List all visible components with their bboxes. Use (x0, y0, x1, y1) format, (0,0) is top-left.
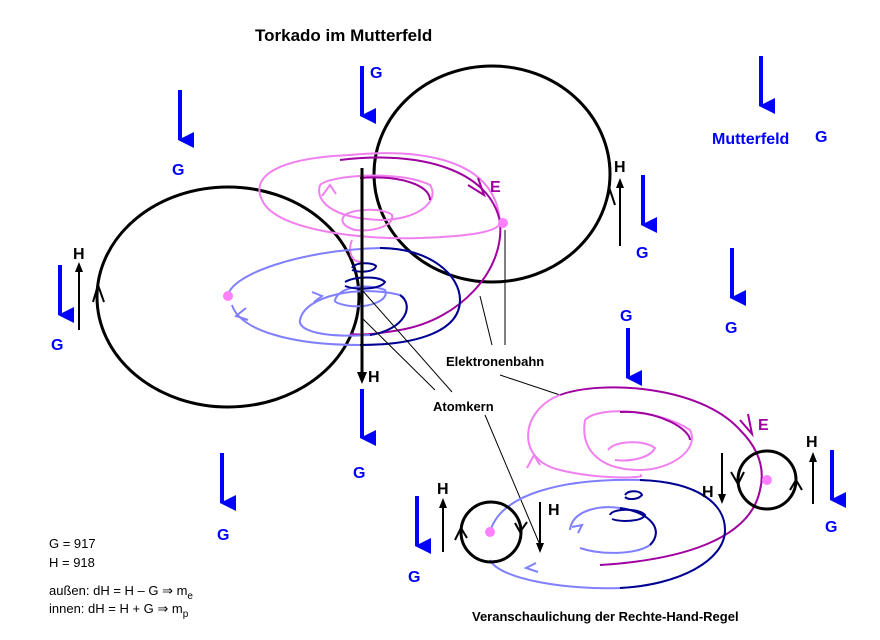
h-label: H (806, 434, 818, 451)
upper-torkado-spiral (258, 152, 502, 336)
e-label-upper: E (490, 179, 501, 196)
h-arrowhead-right (616, 178, 624, 188)
h-label: H (368, 369, 380, 386)
g-label: G (172, 162, 184, 179)
pointer-lines (361, 230, 561, 546)
ring-direction-arrow-left (92, 281, 105, 303)
rhr-lower-spiral (489, 478, 727, 590)
small-ring-left-arrow-1 (454, 525, 468, 541)
upper-spiral-arrow-2 (321, 183, 337, 197)
caption: Veranschaulichung der Rechte-Hand-Regel (472, 609, 739, 624)
h-arrowhead-lower-1 (439, 498, 447, 508)
atomkern-label: Atomkern (433, 399, 494, 414)
rhr-arrow-2 (526, 452, 541, 469)
h-arrowhead-left (75, 262, 83, 272)
formula-inner-sub: p (183, 609, 189, 620)
formula-inner: innen: dH = H + G ⇒ mp (49, 601, 189, 620)
g-label: G (217, 527, 229, 544)
rhr-arrow-3 (523, 562, 539, 573)
electron-upper-right (498, 218, 508, 228)
h-labels: H H H H H H H (73, 159, 818, 519)
elektronenbahn-label: Elektronenbahn (446, 354, 544, 369)
lower-spiral-arrow-2 (233, 307, 249, 321)
lower-spiral-arrow-1 (311, 291, 325, 303)
h-label: H (73, 246, 85, 263)
formula-outer: außen: dH = H – G ⇒ me (49, 583, 193, 602)
ring-direction-arrow-right (604, 186, 616, 206)
h-label: H (548, 502, 560, 519)
formula-outer-sub: e (187, 591, 193, 602)
g-label: G (636, 245, 648, 262)
g-label: G (51, 337, 63, 354)
formula-outer-text: außen: dH = H – G ⇒ m (49, 583, 187, 598)
g-label: G (620, 308, 632, 325)
e-label-lower: E (758, 417, 769, 434)
h-value: H = 918 (49, 555, 95, 570)
g-label: G (353, 465, 365, 482)
page-title: Torkado im Mutterfeld (255, 26, 432, 45)
small-ring-right-arrow-1 (730, 471, 745, 487)
g-value: G = 917 (49, 536, 96, 551)
g-label: G (408, 569, 420, 586)
mutterfeld-symbol: G (815, 129, 827, 146)
g-labels: G G G G G G G G G G (51, 65, 837, 586)
central-h-arrowhead (357, 372, 367, 384)
small-ring-left-arrow-2 (514, 521, 528, 534)
rhr-upper-spiral (527, 386, 763, 566)
nucleus-lower-left (485, 527, 495, 537)
h-label: H (614, 159, 626, 176)
g-label: G (370, 65, 382, 82)
upper-spiral-arrow-1 (467, 177, 486, 198)
h-label: H (437, 481, 449, 498)
rhr-arrow-4 (571, 523, 584, 534)
rhr-arrow-1 (739, 413, 754, 438)
nucleus-upper-left (223, 291, 233, 301)
formula-inner-text: innen: dH = H + G ⇒ m (49, 601, 183, 616)
h-arrowhead-lower-2 (536, 543, 544, 553)
h-arrowhead-lower-3 (718, 494, 726, 504)
field-arrows (58, 56, 846, 554)
g-label: G (825, 519, 837, 536)
small-ring-right-arrow-2 (789, 478, 803, 491)
g-label: G (725, 320, 737, 337)
h-arrowhead-lower-4 (809, 452, 817, 462)
h-label: H (702, 484, 714, 501)
left-field-ring (95, 185, 361, 409)
right-field-ring (372, 64, 612, 284)
mutterfeld-label: Mutterfeld (712, 131, 789, 148)
electron-lower-right (762, 475, 772, 485)
